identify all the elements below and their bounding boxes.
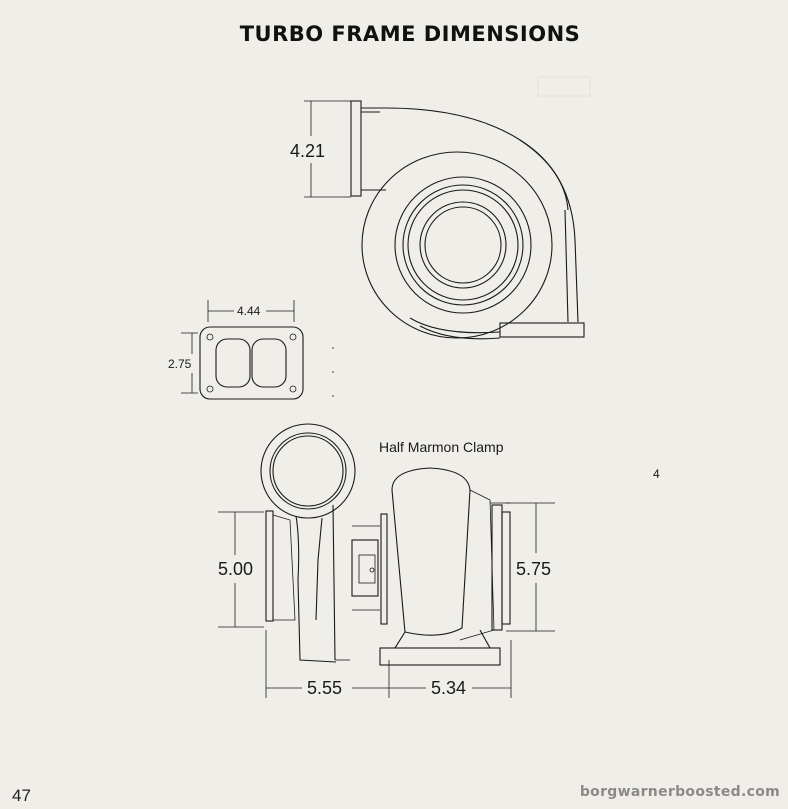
right-width-dimension: 5.34 [431, 678, 466, 698]
turbo-side-view-right: 5.75 [379, 467, 555, 666]
flange-height-dimension: 2.75 [168, 357, 192, 371]
turbo-top-view: 4.21 [290, 76, 591, 340]
turbo-side-view-left: 5.00 [218, 423, 388, 663]
width-dimensions: 5.55 5.34 [265, 630, 512, 698]
half-marmon-clamp-label: Half Marmon Clamp [379, 439, 504, 455]
website-link[interactable]: borgwarnerboosted.com [579, 784, 780, 800]
right-height-dimension: 5.75 [516, 559, 551, 579]
page-number: 47 [12, 786, 31, 805]
inlet-height-dimension: 4.21 [290, 141, 325, 161]
left-height-dimension: 5.00 [218, 559, 253, 579]
page-title: TURBO FRAME DIMENSIONS [239, 22, 581, 46]
stray-mark: 4 [653, 467, 660, 481]
flange-view: 4.44 2.75 [168, 300, 304, 400]
left-width-dimension: 5.55 [307, 678, 342, 698]
flange-width-dimension: 4.44 [237, 304, 261, 318]
